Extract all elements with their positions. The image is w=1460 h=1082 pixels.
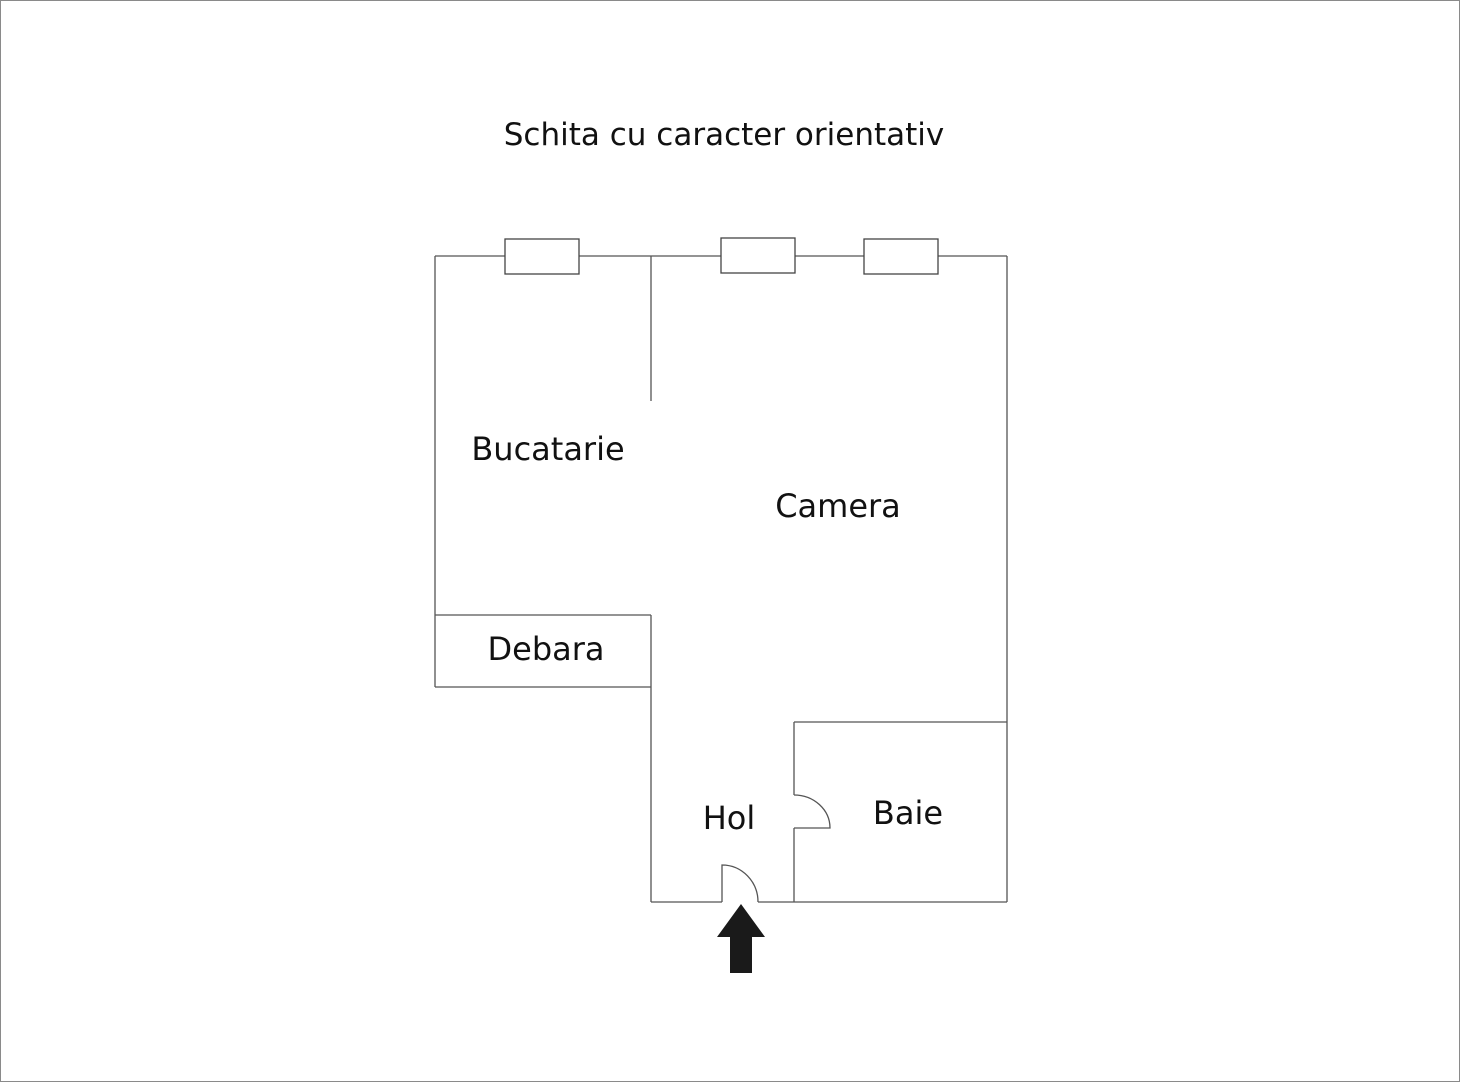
window-room-1 xyxy=(720,237,796,274)
room-label-hall: Hol xyxy=(703,799,756,837)
plan-title: Schita cu caracter orientativ xyxy=(504,117,945,153)
window-room-2 xyxy=(863,238,939,275)
bath-door xyxy=(793,794,831,829)
windows xyxy=(504,237,939,275)
room-label-bath: Baie xyxy=(873,794,943,832)
window-kitchen xyxy=(504,238,580,275)
entrance-arrow-icon xyxy=(717,904,765,973)
room-label-storage: Debara xyxy=(487,630,604,668)
entry-door xyxy=(721,864,759,903)
doors xyxy=(721,794,831,903)
room-label-room: Camera xyxy=(775,487,901,525)
room-label-kitchen: Bucatarie xyxy=(471,430,624,468)
